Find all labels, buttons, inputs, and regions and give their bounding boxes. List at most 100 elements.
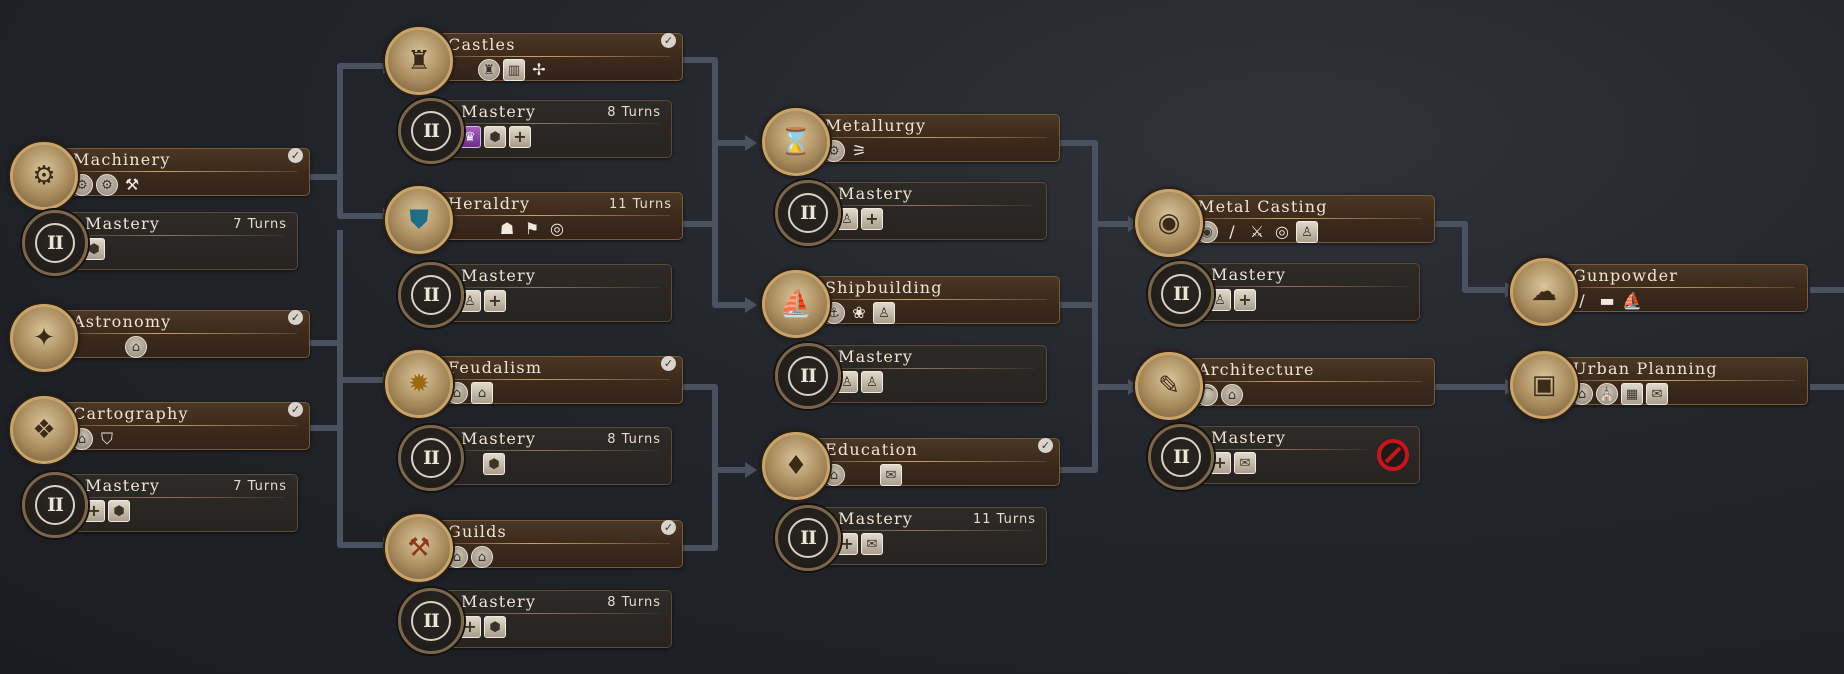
- divider: [65, 425, 297, 426]
- hexagon-icon[interactable]: ⬢: [108, 500, 130, 522]
- mastery-name: Mastery: [838, 184, 914, 203]
- divider: [817, 137, 1047, 138]
- crane-icon[interactable]: ⚒: [124, 175, 140, 194]
- map-icon[interactable]: ▦: [1621, 383, 1643, 405]
- mastery-node-cartography[interactable]: Mastery 7 Turns + ⬢ II: [22, 472, 298, 538]
- ring-icon[interactable]: ◎: [1275, 222, 1289, 241]
- mastery-node-shipbuilding[interactable]: Mastery ♙ ♙ II: [775, 343, 1047, 409]
- mastery-emblem: II: [398, 262, 464, 328]
- hexagon-icon[interactable]: ⬢: [484, 126, 506, 148]
- crossed-swords-icon[interactable]: ⚔: [1249, 222, 1265, 241]
- scroll-icon[interactable]: ✉: [1646, 383, 1668, 405]
- helmet-icon[interactable]: ☗: [499, 219, 515, 238]
- musket-icon[interactable]: /: [1579, 291, 1585, 310]
- ring-icon[interactable]: ◎: [550, 219, 564, 238]
- galleon-icon[interactable]: ⛵: [1622, 291, 1642, 310]
- tower-icon[interactable]: ♜: [478, 59, 500, 81]
- flag-icon[interactable]: ⚑: [524, 219, 540, 238]
- tech-node-metal-casting[interactable]: Metal Casting ◉ / ⚔ ◎ ♙ ◉: [1135, 189, 1435, 257]
- mastery-node-heraldry[interactable]: Mastery ♙ + II: [398, 262, 672, 328]
- tech-node-education[interactable]: Education ✓ ⌂ ✉ ♦: [762, 432, 1060, 500]
- unlock-icons: ⌂ ⛪ ▦ ✉: [1571, 383, 1668, 405]
- mastery-bar: Mastery + ✉: [1182, 426, 1420, 484]
- mastery-node-metal-casting[interactable]: Mastery ♙ + II: [1148, 261, 1420, 327]
- sword-icon[interactable]: /: [1229, 222, 1235, 241]
- tech-node-architecture[interactable]: Architecture ⌒ ⌂ ✎: [1135, 352, 1435, 420]
- tech-node-machinery[interactable]: Machinery ✓ ⚙ ⚙ ⚒ ⚙: [10, 142, 310, 210]
- citizen-icon[interactable]: ♙: [1296, 221, 1318, 243]
- mastery-bar: Mastery 7 Turns + ⬢: [56, 474, 298, 532]
- tech-name: Machinery: [73, 150, 171, 169]
- roman-numeral-icon: II: [1161, 437, 1201, 477]
- divider: [440, 56, 670, 57]
- building-icon[interactable]: ⌂: [125, 336, 147, 358]
- crossbow-icon[interactable]: ✢: [532, 60, 546, 79]
- plus-icon[interactable]: +: [1234, 289, 1256, 311]
- tech-node-guilds[interactable]: Guilds ✓ ⌂ ⌂ ⚒: [385, 514, 683, 582]
- tech-name: Metal Casting: [1198, 197, 1328, 216]
- turns-label: 8 Turns: [607, 105, 661, 120]
- divider: [1565, 287, 1795, 288]
- temple-icon[interactable]: ⛪: [1596, 383, 1618, 405]
- plus-icon[interactable]: +: [484, 290, 506, 312]
- trebuchet-icon[interactable]: ⚞: [851, 141, 867, 160]
- dome-icon[interactable]: ⌂: [1221, 384, 1243, 406]
- scroll-icon[interactable]: ✉: [880, 464, 902, 486]
- cannon-icon[interactable]: ▬: [1599, 291, 1615, 310]
- mastery-emblem: II: [1148, 261, 1214, 327]
- mastery-node-castles[interactable]: Mastery 8 Turns ♛ ⬢ + II: [398, 98, 672, 164]
- tech-node-cartography[interactable]: Cartography ✓ ⌂ ⛉ ❖: [10, 396, 310, 464]
- market-icon[interactable]: ⌂: [471, 546, 493, 568]
- mortarboard-emblem-icon: ♦: [762, 432, 830, 500]
- castle-emblem-icon: ♜: [385, 27, 453, 95]
- hexagon-icon[interactable]: ⬢: [484, 616, 506, 638]
- citizen-icon[interactable]: ♙: [873, 302, 895, 324]
- mastery-emblem: II: [22, 210, 88, 276]
- tech-bar: Gunpowder / ▬ ⛵: [1544, 264, 1808, 312]
- tech-node-heraldry[interactable]: Heraldry 11 Turns ☗ ⚑ ◎ ⛊: [385, 186, 683, 254]
- plus-icon[interactable]: +: [459, 616, 481, 638]
- tech-node-urban-planning[interactable]: Urban Planning ⌂ ⛪ ▦ ✉ ▣: [1510, 351, 1808, 419]
- wall-icon[interactable]: ▥: [503, 59, 525, 81]
- ingot-emblem-icon: ◉: [1135, 189, 1203, 257]
- tech-bar: Metallurgy ⚙ ⚞: [796, 114, 1060, 162]
- tech-node-metallurgy[interactable]: Metallurgy ⚙ ⚞ ⌛: [762, 108, 1060, 176]
- mastery-emblem: II: [398, 588, 464, 654]
- researched-check-icon: ✓: [661, 356, 676, 371]
- lotus-icon[interactable]: ❀: [852, 303, 866, 322]
- turns-label: 11 Turns: [972, 512, 1036, 527]
- tech-node-shipbuilding[interactable]: Shipbuilding ⚓ ❀ ♙ ⛵: [762, 270, 1060, 338]
- scroll-icon[interactable]: ✉: [861, 533, 883, 555]
- farm-icon[interactable]: ⌂: [471, 382, 493, 404]
- mastery-node-machinery[interactable]: Mastery 7 Turns ⬢ II: [22, 210, 298, 276]
- feudalism-emblem-icon: ✹: [385, 350, 453, 418]
- mastery-node-education[interactable]: Mastery 11 Turns + ✉ II: [775, 505, 1047, 571]
- mastery-node-feudalism[interactable]: Mastery 8 Turns ⬢ II: [398, 425, 672, 491]
- scroll-icon[interactable]: ✉: [1234, 452, 1256, 474]
- divider: [830, 530, 1034, 531]
- turns-label: 8 Turns: [607, 432, 661, 447]
- shield-icon[interactable]: ⛉: [100, 429, 113, 448]
- divider: [440, 543, 670, 544]
- tech-node-astronomy[interactable]: Astronomy ✓ ⌂ ✦: [10, 304, 310, 372]
- plus-icon[interactable]: +: [509, 126, 531, 148]
- plus-icon[interactable]: +: [861, 208, 883, 230]
- divider: [817, 299, 1047, 300]
- tech-name: Metallurgy: [825, 116, 927, 135]
- tech-name: Feudalism: [448, 358, 543, 377]
- tech-node-feudalism[interactable]: Feudalism ✓ ⌂ ⌂ ✹: [385, 350, 683, 418]
- gear-unit-icon[interactable]: ⚙: [96, 174, 118, 196]
- plus-icon[interactable]: +: [83, 500, 105, 522]
- mastery-node-architecture[interactable]: Mastery + ✉ II: [1148, 424, 1420, 490]
- mastery-name: Mastery: [461, 592, 537, 611]
- hexagon-icon[interactable]: ⬢: [483, 453, 505, 475]
- citizen-icon[interactable]: ♙: [861, 371, 883, 393]
- plus-icon[interactable]: +: [836, 533, 858, 555]
- tech-name: Astronomy: [73, 312, 172, 331]
- mastery-node-metallurgy[interactable]: Mastery ♙ + II: [775, 180, 1047, 246]
- unlock-icons: + ✉: [1209, 452, 1256, 474]
- mastery-node-guilds[interactable]: Mastery 8 Turns + ⬢ II: [398, 588, 672, 654]
- tech-node-gunpowder[interactable]: Gunpowder / ▬ ⛵ ☁: [1510, 258, 1808, 326]
- tech-node-castles[interactable]: Castles ✓ ♜ ▥ ✢ ♜: [385, 27, 683, 95]
- citizen-icon[interactable]: ♙: [836, 371, 858, 393]
